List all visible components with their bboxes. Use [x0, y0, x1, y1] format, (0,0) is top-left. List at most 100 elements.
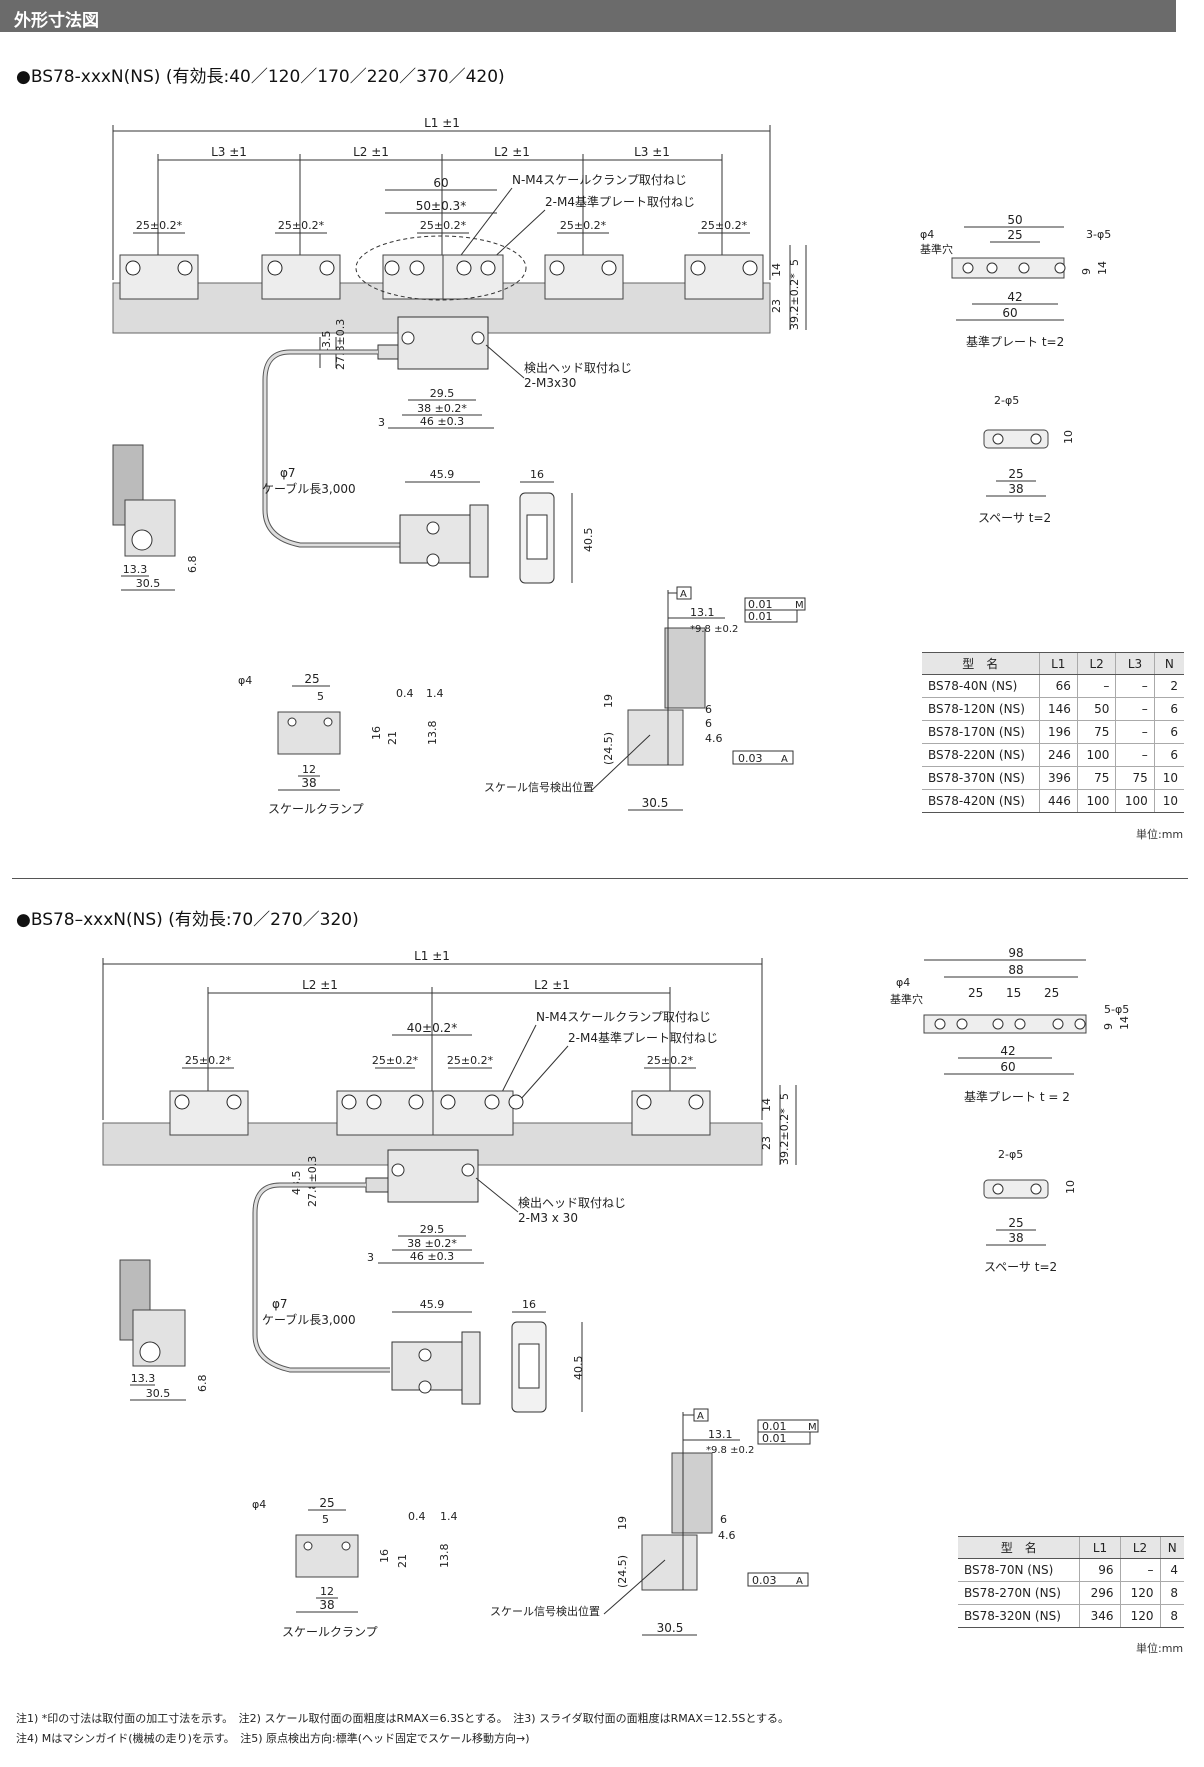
svg-text:14: 14 [770, 263, 783, 277]
svg-text:10: 10 [1064, 1180, 1077, 1194]
svg-text:25±0.2*: 25±0.2* [560, 219, 607, 232]
svg-text:38 ±0.2*: 38 ±0.2* [407, 1237, 457, 1250]
svg-text:50: 50 [1007, 213, 1022, 227]
svg-text:*9.8 ±0.2: *9.8 ±0.2 [690, 624, 738, 635]
svg-text:5: 5 [317, 690, 324, 703]
svg-text:φ7: φ7 [272, 1297, 288, 1311]
table-row: BS78-40N (NS)66––2 [922, 674, 1184, 698]
svg-text:45.9: 45.9 [430, 468, 455, 481]
svg-text:38 ±0.2*: 38 ±0.2* [417, 402, 467, 415]
svg-text:12: 12 [320, 1585, 334, 1598]
svg-text:25±0.2*: 25±0.2* [136, 219, 183, 232]
detector-head-1 [397, 316, 489, 370]
svg-text:39.2±0.2*: 39.2±0.2* [778, 1108, 791, 1165]
svg-text:45.9: 45.9 [420, 1298, 445, 1311]
svg-text:42: 42 [1000, 1044, 1015, 1058]
svg-text:30.5: 30.5 [136, 577, 161, 590]
drawing-2: L1 ±1 L2 ±1 L2 ±1 40±0.2* N-M4スケールクランプ取付… [102, 946, 1131, 1639]
svg-text:基準プレート t = 2: 基準プレート t = 2 [964, 1089, 1070, 1104]
svg-text:21: 21 [386, 731, 399, 745]
svg-text:2-M4基準プレート取付ねじ: 2-M4基準プレート取付ねじ [568, 1030, 718, 1045]
unit-label-2: 単位:mm [1136, 1642, 1184, 1655]
svg-text:25±0.2*: 25±0.2* [278, 219, 325, 232]
svg-text:13.8: 13.8 [426, 721, 439, 746]
svg-text:25: 25 [304, 672, 319, 686]
svg-text:27.8±0.3: 27.8±0.3 [334, 319, 347, 370]
svg-text:6: 6 [720, 1513, 727, 1526]
svg-text:ケーブル長3,000: ケーブル長3,000 [262, 1312, 356, 1327]
svg-text:9: 9 [1080, 268, 1093, 275]
svg-text:25: 25 [319, 1496, 334, 1510]
svg-text:42: 42 [1007, 290, 1022, 304]
svg-text:27.8±0.3: 27.8±0.3 [306, 1156, 319, 1207]
svg-text:16: 16 [370, 726, 383, 740]
dim-60: 60 [433, 176, 448, 190]
svg-text:40.5: 40.5 [572, 1356, 585, 1381]
dim-l2-right: L2 ±1 [494, 145, 530, 159]
svg-text:14: 14 [1096, 261, 1109, 275]
svg-text:25±0.2*: 25±0.2* [420, 219, 467, 232]
section-title-1: ●BS78-xxxN(NS) (有効長:40／120／170／220／370／4… [16, 67, 505, 87]
svg-text:φ4: φ4 [896, 976, 910, 989]
svg-text:スケールクランプ: スケールクランプ [282, 1625, 378, 1639]
svg-text:9: 9 [1102, 1023, 1115, 1030]
svg-text:30.5: 30.5 [642, 796, 669, 810]
svg-text:1.4: 1.4 [426, 687, 444, 700]
svg-text:60: 60 [1000, 1060, 1015, 1074]
svg-text:3-φ5: 3-φ5 [1086, 228, 1111, 241]
dim-l3-left: L3 ±1 [211, 145, 247, 159]
svg-text:38: 38 [1008, 1231, 1023, 1245]
svg-text:L2 ±1: L2 ±1 [302, 978, 338, 992]
svg-text:φ4: φ4 [252, 1498, 266, 1511]
svg-text:A: A [697, 1411, 704, 1422]
svg-text:基準穴: 基準穴 [920, 242, 953, 256]
svg-text:46 ±0.3: 46 ±0.3 [410, 1250, 454, 1263]
svg-text:4.6: 4.6 [705, 732, 723, 745]
section-divider [12, 878, 1188, 879]
svg-text:10: 10 [1062, 430, 1075, 444]
svg-text:L2 ±1: L2 ±1 [534, 978, 570, 992]
svg-text:29.5: 29.5 [420, 1223, 445, 1236]
svg-text:13.1: 13.1 [708, 1428, 733, 1441]
section-header-bar: 外形寸法図 [0, 0, 1176, 32]
spacer-caption-1: スペーサ t=2 [978, 511, 1051, 525]
svg-text:(24.5): (24.5) [616, 1555, 629, 1588]
svg-text:25±0.2*: 25±0.2* [647, 1054, 694, 1067]
svg-text:30.5: 30.5 [657, 1621, 684, 1635]
svg-text:スペーサ t=2: スペーサ t=2 [984, 1260, 1057, 1274]
svg-text:4.6: 4.6 [718, 1529, 736, 1542]
plate-screw-label: 2-M4基準プレート取付ねじ [545, 194, 695, 209]
svg-text:φ4: φ4 [920, 228, 934, 241]
svg-text:1.4: 1.4 [440, 1510, 458, 1523]
clamp-screw-label: N-M4スケールクランプ取付ねじ [512, 173, 687, 187]
svg-text:21: 21 [396, 1554, 409, 1568]
svg-text:23: 23 [760, 1136, 773, 1150]
svg-text:13.1: 13.1 [690, 606, 715, 619]
svg-text:25±0.2*: 25±0.2* [447, 1054, 494, 1067]
svg-text:A: A [781, 754, 788, 765]
svg-text:46 ±0.3: 46 ±0.3 [420, 415, 464, 428]
svg-text:2-φ5: 2-φ5 [998, 1148, 1023, 1161]
svg-text:88: 88 [1008, 963, 1023, 977]
drawing-1: L1 ±1 L3 ±1 L2 ±1 L2 ±1 L3 ±1 60 50±0.3*… [112, 116, 1111, 816]
table-row: BS78-70N (NS)96–4 [958, 1558, 1184, 1582]
svg-text:12: 12 [302, 763, 316, 776]
svg-text:N-M4スケールクランプ取付ねじ: N-M4スケールクランプ取付ねじ [536, 1010, 711, 1024]
svg-text:40±0.2*: 40±0.2* [407, 1021, 457, 1035]
svg-text:0.03: 0.03 [738, 752, 763, 765]
svg-text:13.3: 13.3 [131, 1372, 156, 1385]
svg-text:19: 19 [602, 694, 615, 708]
head-screw-label: 検出ヘッド取付ねじ [524, 361, 632, 375]
svg-text:13.3: 13.3 [123, 563, 148, 576]
dim-l1: L1 ±1 [424, 116, 460, 130]
svg-text:スケール信号検出位置: スケール信号検出位置 [490, 1604, 600, 1618]
svg-text:0.01: 0.01 [748, 598, 773, 611]
svg-text:14: 14 [1118, 1016, 1131, 1030]
svg-text:0.4: 0.4 [396, 687, 414, 700]
svg-text:0.03: 0.03 [752, 1574, 777, 1587]
svg-text:2-φ5: 2-φ5 [994, 394, 1019, 407]
